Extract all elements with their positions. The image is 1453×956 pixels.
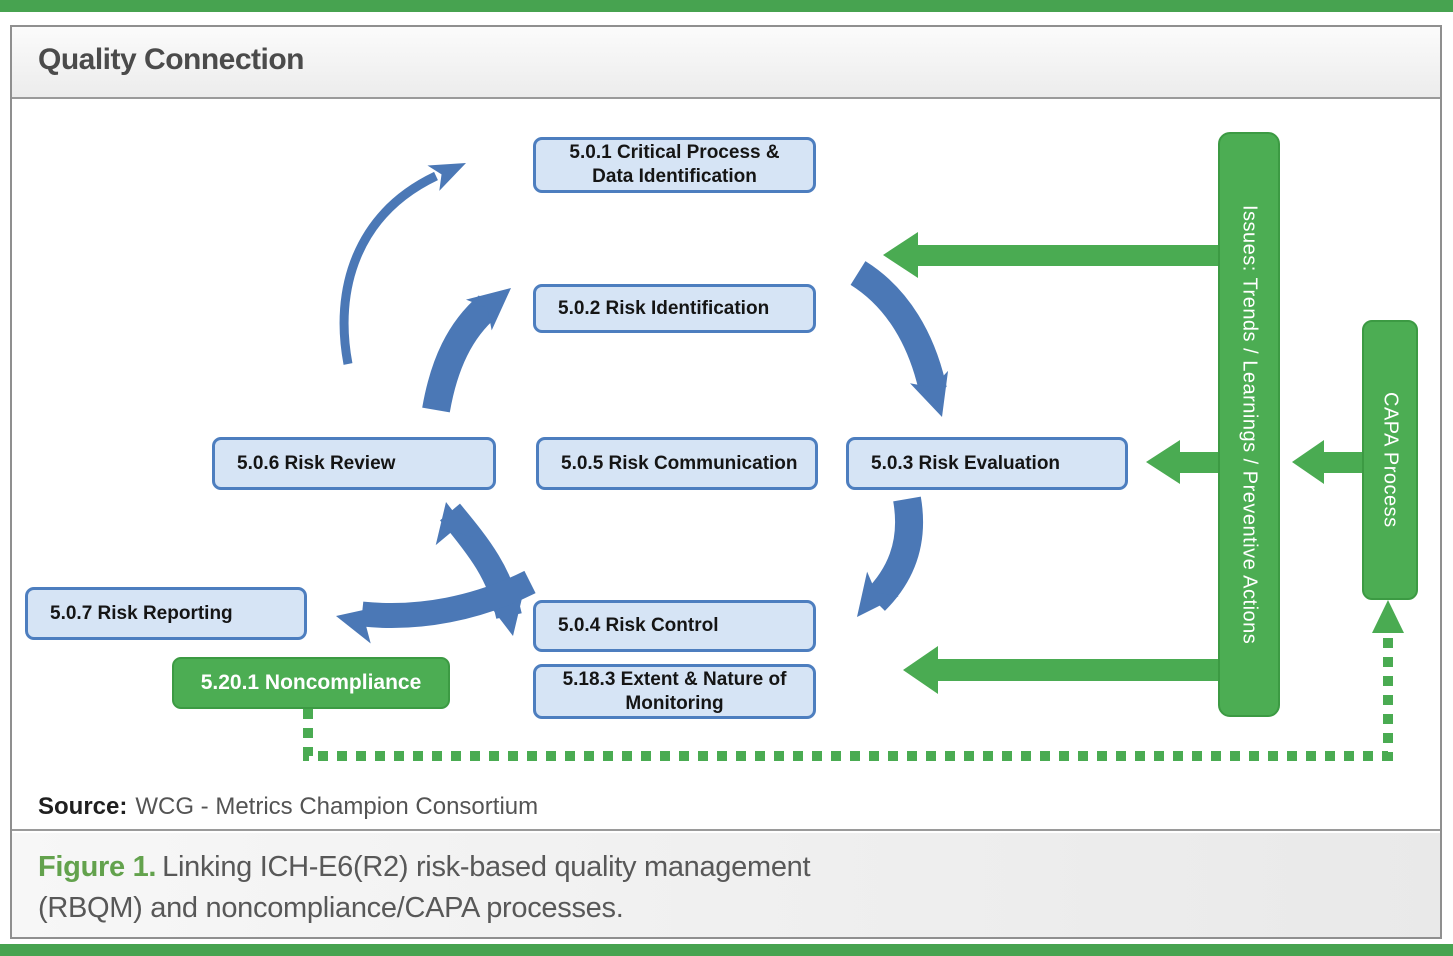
bottom-accent-bar (0, 944, 1453, 956)
source-label: Source: (38, 793, 128, 820)
caption-strip: Figure 1.Linking ICH-E6(R2) risk-based q… (12, 833, 1440, 937)
box-risk-evaluation: 5.0.3 Risk Evaluation (846, 437, 1128, 490)
box-risk-communication: 5.0.5 Risk Communication (536, 437, 818, 490)
box-extent-monitoring: 5.18.3 Extent & Nature of Monitoring (533, 664, 816, 719)
box-label: Monitoring (625, 692, 724, 714)
box-capa-process: CAPA Process (1362, 320, 1418, 600)
figure-caption: Figure 1.Linking ICH-E6(R2) risk-based q… (38, 847, 811, 929)
box-risk-control: 5.0.4 Risk Control (533, 600, 816, 652)
box-label: 5.0.4 Risk Control (558, 615, 719, 636)
top-accent-bar (0, 0, 1453, 12)
box-label: 5.0.3 Risk Evaluation (871, 452, 1061, 474)
box-risk-identification: 5.0.2 Risk Identification (533, 284, 816, 333)
box-label: 5.18.3 Extent & Nature of (562, 668, 787, 690)
box-risk-review: 5.0.6 Risk Review (212, 437, 496, 490)
box-label: 5.0.1 Critical Process & (569, 142, 780, 163)
source-line: Source: WCG - Metrics Champion Consortium (38, 793, 538, 821)
caption-line1: Linking ICH-E6(R2) risk-based quality ma… (162, 851, 811, 883)
page-title: Quality Connection (38, 43, 305, 76)
box-label: 5.0.6 Risk Review (237, 452, 396, 474)
caption-line2: (RBQM) and noncompliance/CAPA processes. (38, 892, 624, 924)
bar-label: CAPA Process (1379, 392, 1402, 528)
box-label: Data Identification (592, 166, 757, 187)
box-label: 5.20.1 Noncompliance (200, 671, 422, 694)
figure-header: Quality Connection (12, 27, 1440, 99)
box-label: 5.0.2 Risk Identification (558, 297, 770, 319)
box-label: 5.0.5 Risk Communication (561, 452, 798, 474)
figure-label: Figure 1. (38, 851, 157, 883)
box-label: 5.0.7 Risk Reporting (50, 602, 233, 624)
bar-issues-trends: Issues: Trends / Learnings / Preventive … (1218, 132, 1280, 717)
bar-label: Issues: Trends / Learnings / Preventive … (1238, 204, 1261, 645)
box-risk-reporting: 5.0.7 Risk Reporting (25, 587, 307, 640)
box-noncompliance: 5.20.1 Noncompliance (172, 657, 450, 709)
box-critical-process: 5.0.1 Critical Process & Data Identifica… (533, 137, 816, 193)
source-text: WCG - Metrics Champion Consortium (135, 793, 539, 820)
source-strip: Source: WCG - Metrics Champion Consortium (12, 781, 1440, 831)
